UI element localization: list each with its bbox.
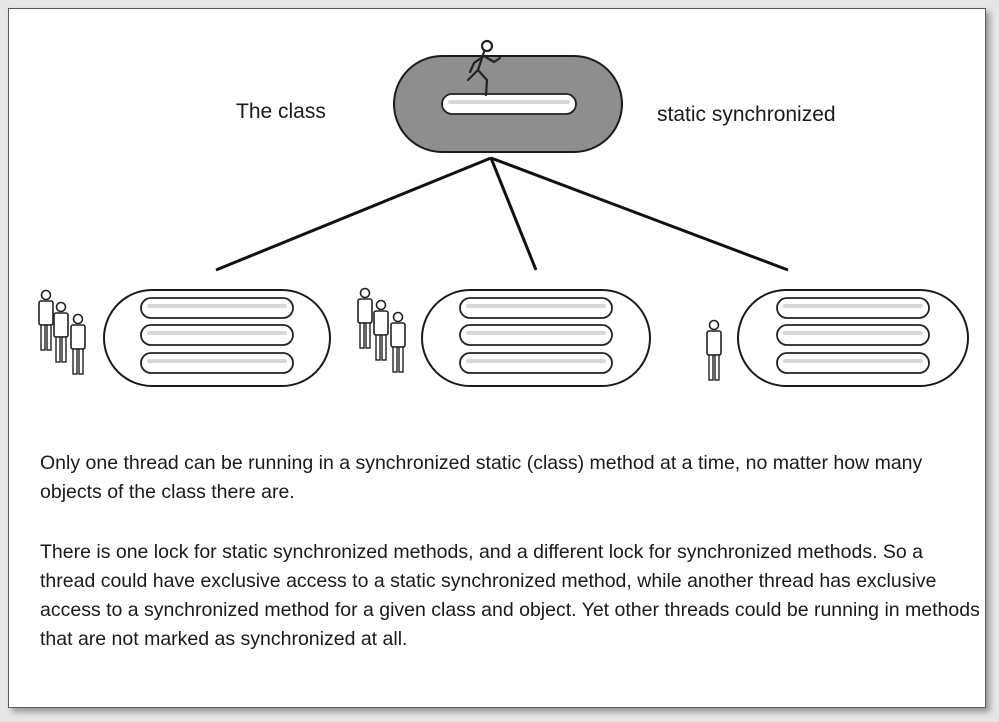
method-slot-3-1 [776,297,930,319]
connector-line-3 [490,156,789,272]
waiting-threads-2 [357,287,406,373]
connector-line-2 [489,157,538,271]
method-slot-3-3 [776,352,930,374]
object-3 [737,289,969,387]
caption-paragraph-1: Only one thread can be running in a sync… [40,452,923,503]
connector-line-1 [215,156,492,272]
thread-person-icon [390,311,406,373]
class-label: The class [236,100,326,123]
thread-person-icon [706,319,722,381]
object-1 [103,289,331,387]
method-slot-1-3 [140,352,294,374]
waiting-threads-1 [38,289,86,375]
static-synchronized-label: static synchronized [657,103,836,126]
method-slot-1-2 [140,324,294,346]
thread-person-icon [70,313,86,375]
thread-person-icon [373,299,389,361]
thread-person-icon [38,289,54,351]
method-slot-3-2 [776,324,930,346]
thread-person-icon [53,301,69,363]
object-2 [421,289,651,387]
connector-lines [215,156,789,272]
thread-person-icon [357,287,373,349]
method-slot-1-1 [140,297,294,319]
class-node [393,39,623,153]
waiting-threads-3 [706,319,722,381]
caption-paragraph-2: There is one lock for static synchronize… [40,541,980,650]
method-slot-2-3 [459,352,613,374]
method-slot-2-1 [459,297,613,319]
method-slot-2-2 [459,324,613,346]
running-thread-icon [466,39,502,97]
